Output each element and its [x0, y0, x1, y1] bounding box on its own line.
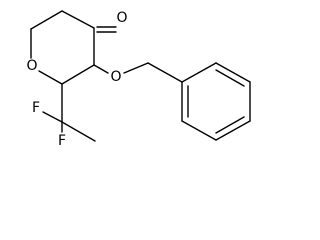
carbonyl-oxygen-label: O [116, 10, 127, 26]
ether-oxygen-label: O [110, 69, 121, 85]
pyranone-ring [30, 10, 95, 85]
top-fluorine-label: F [32, 100, 40, 116]
bond-ring-top-left-to-top [30, 10, 63, 30]
bond-quaternary-carbon-to-ether-oxygen [93, 64, 109, 74]
phenyl-ring [181, 62, 251, 141]
chemical-structure-diagram: O O O F F [26, 10, 251, 149]
carbonyl-double-bond [96, 26, 117, 33]
difluoroethyl-group [42, 83, 96, 142]
ring-oxygen-label: O [26, 58, 37, 74]
bond-ring-bottom-to-ring-oxygen [38, 70, 63, 85]
phenyl-inner-double-bond-2 [215, 116, 245, 134]
phenyl-bond-4 [215, 120, 251, 141]
bond-methylene-to-phenyl [147, 62, 183, 83]
bond-ring-top-to-carbonyl-carbon [61, 10, 95, 29]
phenyl-inner-double-bond-1 [215, 69, 245, 87]
bond-cf2-carbon-to-top-fluorine [42, 111, 63, 123]
benzyloxy-group [93, 62, 183, 83]
bottom-fluorine-label: F [58, 133, 66, 149]
phenyl-bond-2 [215, 62, 251, 83]
phenyl-bond-1 [181, 62, 217, 83]
bond-quaternary-carbon-to-ring-bottom [61, 64, 95, 85]
bond-cf2-carbon-to-methyl [61, 121, 96, 142]
bond-ether-oxygen-to-methylene [123, 62, 149, 74]
phenyl-bond-5 [181, 120, 217, 141]
